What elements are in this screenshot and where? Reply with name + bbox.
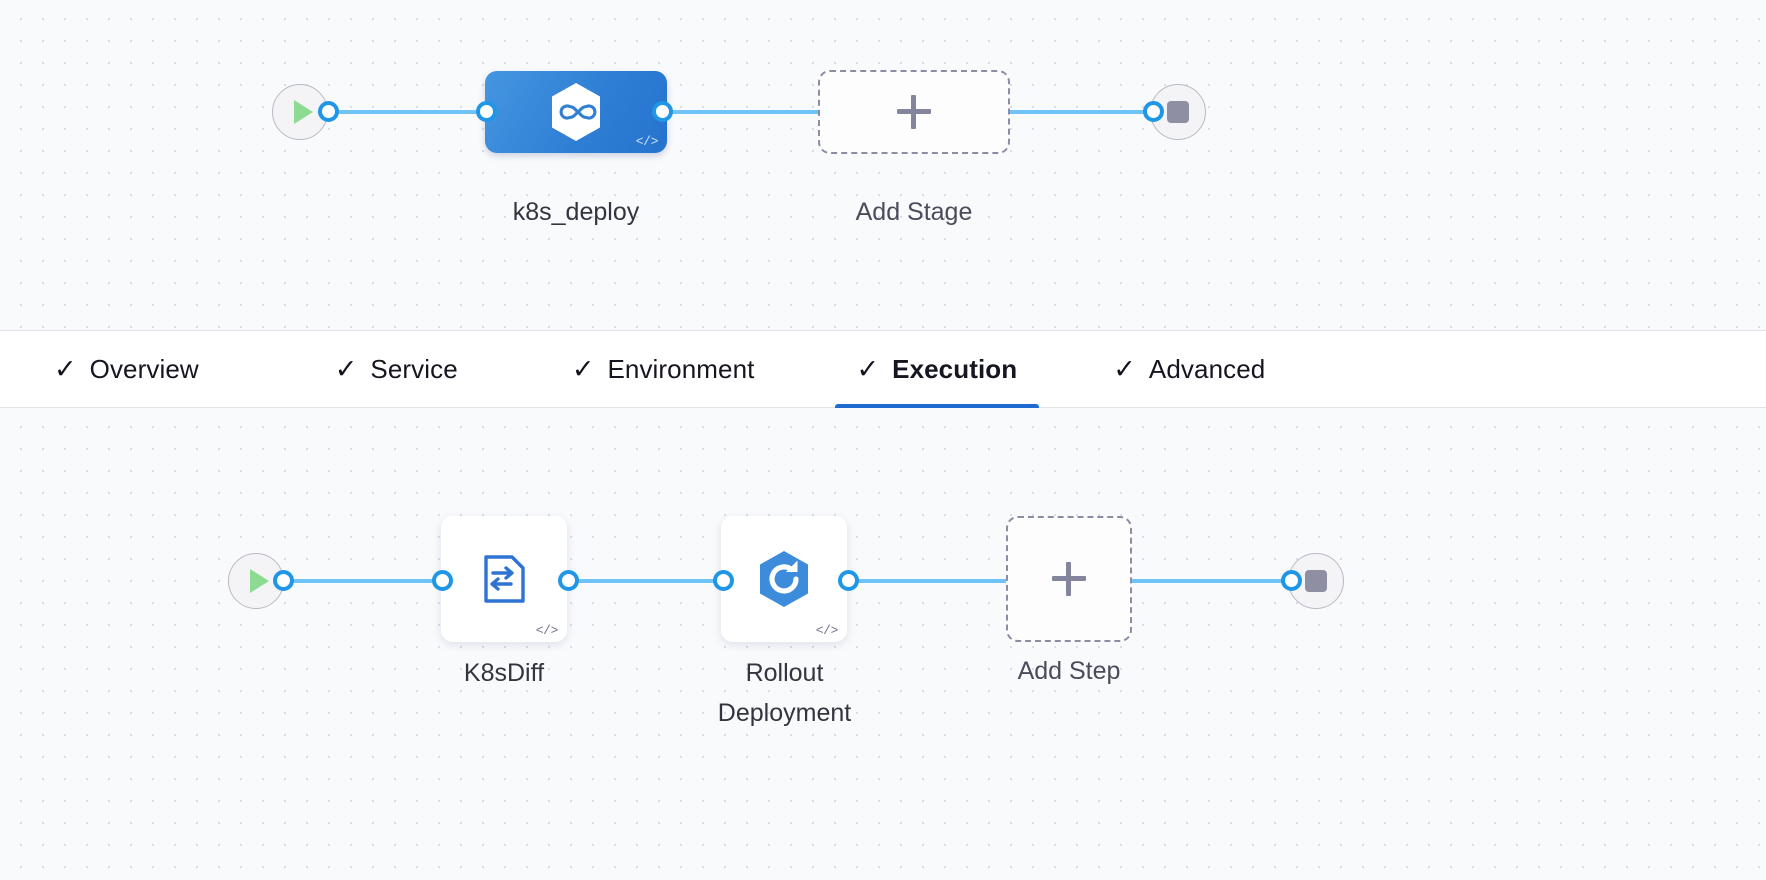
tab-label: Execution [892, 353, 1018, 384]
harness-hexagon-infinity-icon [552, 83, 600, 141]
connector-k8sdiff-to-rollout [566, 579, 736, 583]
code-badge-icon: </> [635, 134, 659, 149]
execution-step-canvas[interactable]: </> K8sDiff </> Rollout Deployment Add S… [0, 408, 1766, 880]
step-rollout-input-port[interactable] [713, 570, 734, 591]
code-badge-icon: </> [815, 623, 839, 638]
pipeline-stage-canvas[interactable]: </> k8s_deploy Add Stage [0, 0, 1766, 330]
add-step-button[interactable] [1006, 516, 1132, 642]
step-end-port[interactable] [1281, 570, 1302, 591]
step-end-node[interactable] [1288, 553, 1344, 609]
step-start-node[interactable] [228, 553, 284, 609]
plus-icon [897, 95, 931, 129]
play-icon [293, 100, 313, 124]
stage-node-output-port[interactable] [652, 101, 673, 122]
tab-label: Environment [607, 353, 755, 384]
step-node-rollout-deployment[interactable]: </> [721, 516, 847, 642]
stage-config-tabbar[interactable]: ✓ Overview ✓ Service ✓ Environment ✓ Exe… [0, 330, 1766, 409]
step-rollout-output-port[interactable] [838, 570, 859, 591]
tab-execution[interactable]: ✓ Execution [834, 330, 1040, 409]
plus-icon [1052, 562, 1086, 596]
stop-icon [1167, 101, 1189, 123]
tab-label: Advanced [1148, 353, 1266, 384]
tab-service[interactable]: ✓ Service [313, 330, 480, 408]
stage-start-port[interactable] [318, 101, 339, 122]
connector-addstep-to-end [1128, 579, 1303, 583]
step-start-port[interactable] [273, 570, 294, 591]
check-icon: ✓ [856, 353, 880, 384]
connector-addstage-to-end [988, 110, 1163, 114]
connector-rollout-to-addstep [846, 579, 1018, 583]
code-badge-icon: </> [535, 623, 559, 638]
step-node-label: K8sDiff [463, 659, 545, 687]
tab-advanced[interactable]: ✓ Advanced [1091, 330, 1287, 408]
tab-environment[interactable]: ✓ Environment [550, 330, 777, 408]
stop-icon [1305, 570, 1327, 592]
file-diff-icon [484, 555, 525, 603]
check-icon: ✓ [54, 353, 77, 384]
connector-start-to-stage [328, 110, 498, 114]
tab-label: Overview [89, 353, 199, 384]
add-step-label: Add Step [1017, 657, 1121, 685]
check-icon: ✓ [334, 353, 358, 384]
stage-node-label: k8s_deploy [512, 198, 640, 226]
tab-label: Service [370, 353, 458, 384]
add-stage-button[interactable] [818, 70, 1010, 154]
play-icon [249, 569, 269, 593]
connector-stage-to-addstage [660, 110, 825, 114]
step-node-label: Rollout Deployment [717, 659, 852, 727]
tab-overview[interactable]: ✓ Overview [32, 330, 221, 408]
stage-end-port[interactable] [1143, 101, 1164, 122]
add-stage-label: Add Stage [855, 198, 973, 226]
connector-start-to-k8sdiff [282, 579, 457, 583]
step-k8sdiff-input-port[interactable] [432, 570, 453, 591]
step-node-k8sdiff[interactable]: </> [441, 516, 567, 642]
check-icon: ✓ [1113, 353, 1136, 384]
k8s-rollout-hexagon-icon [760, 551, 808, 607]
check-icon: ✓ [571, 353, 595, 384]
stage-node-k8s-deploy[interactable]: </> [485, 71, 667, 153]
stage-node-input-port[interactable] [476, 101, 497, 122]
step-k8sdiff-output-port[interactable] [558, 570, 579, 591]
